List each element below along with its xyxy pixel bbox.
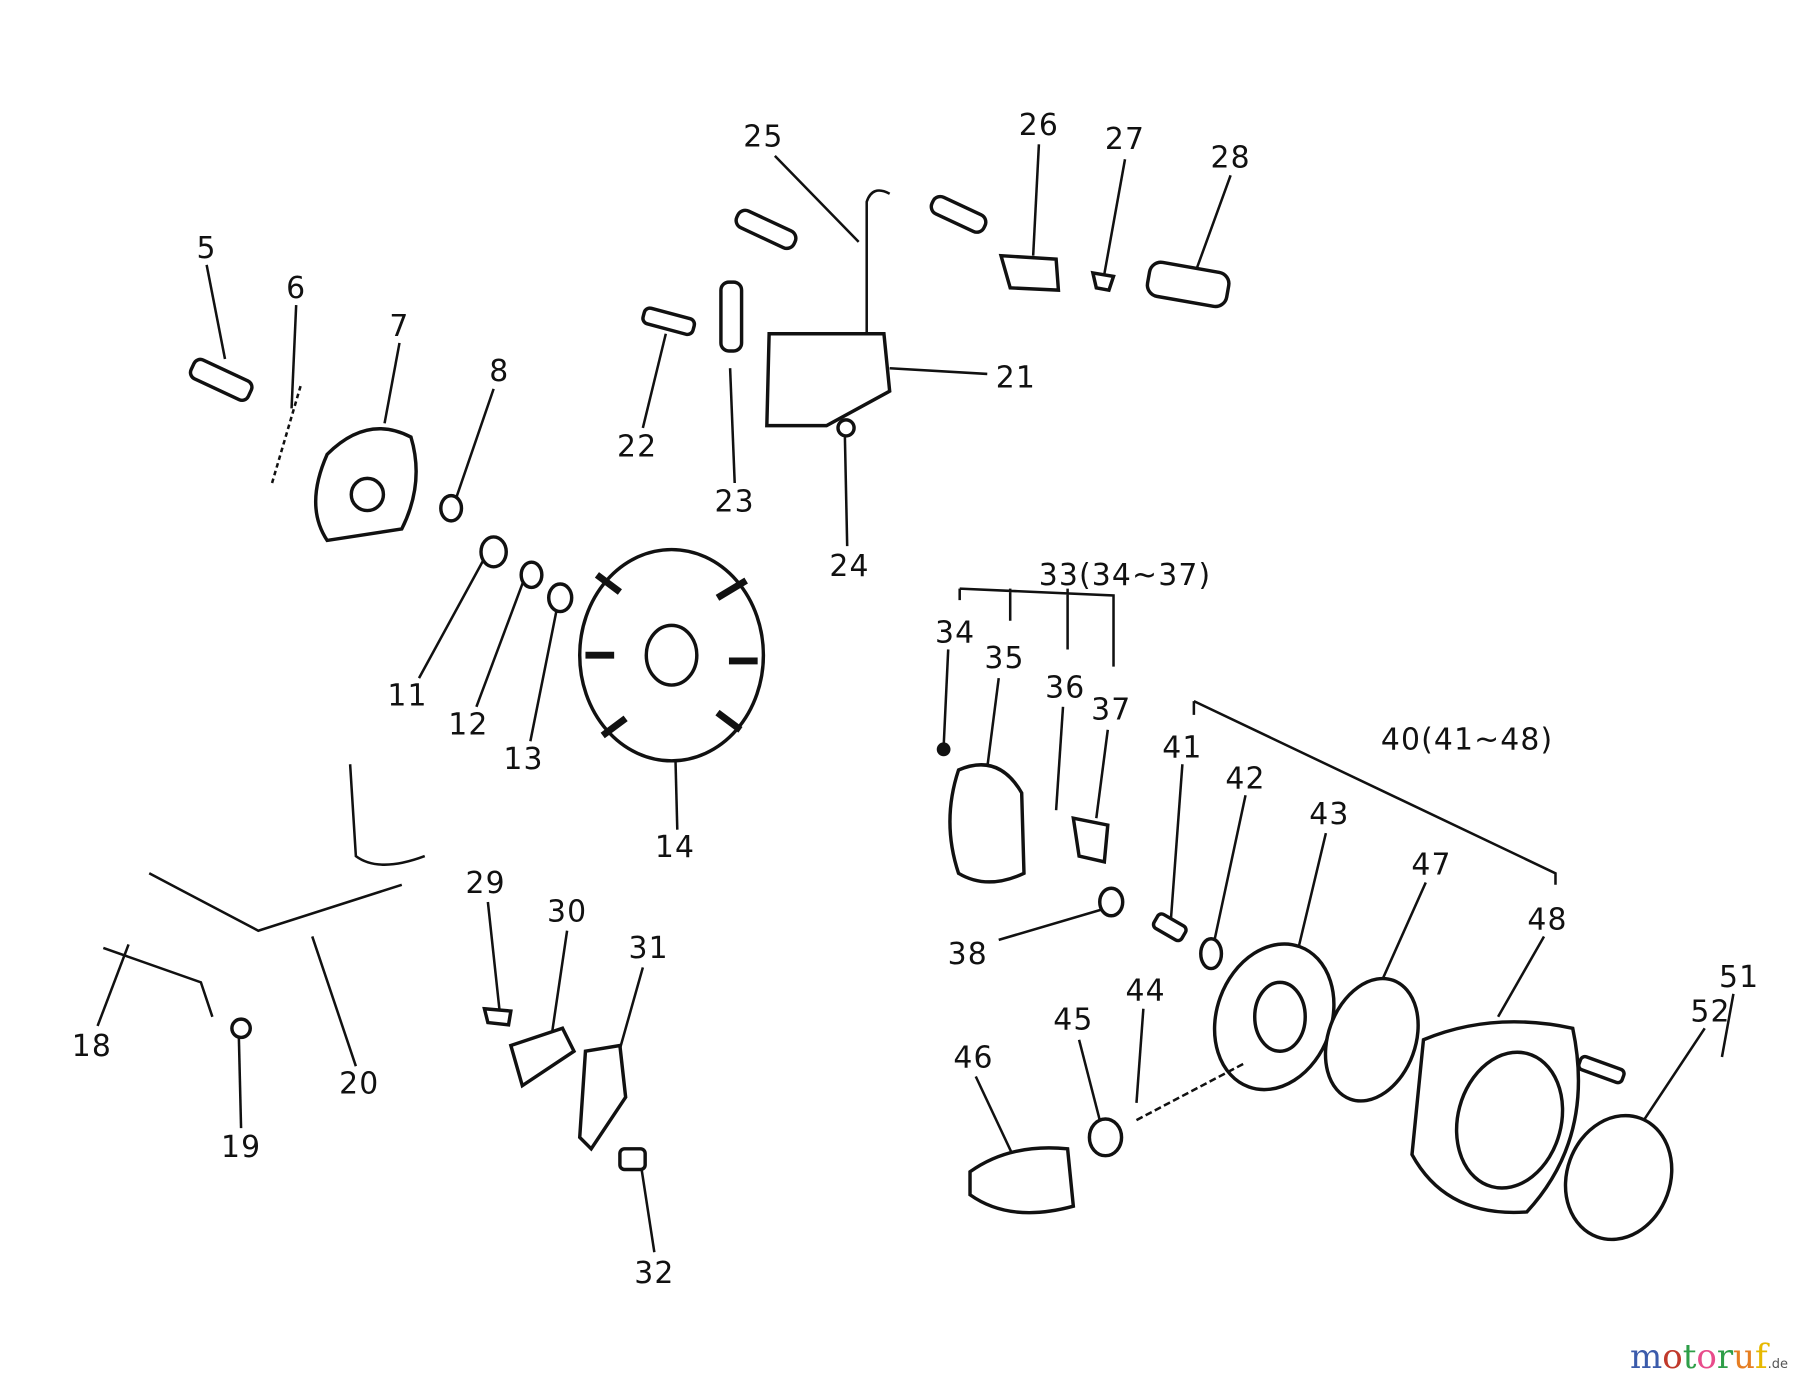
label-12: 12 <box>448 707 488 742</box>
label-34: 34 <box>935 616 975 651</box>
label-33: 33(34~37) <box>1039 558 1211 593</box>
label-19: 19 <box>221 1130 261 1165</box>
label-23: 23 <box>715 485 755 520</box>
label-8: 8 <box>489 354 509 389</box>
label-41: 41 <box>1162 730 1202 765</box>
label-18: 18 <box>72 1029 112 1064</box>
logo-letter: u <box>1733 1337 1756 1377</box>
logo-suffix: .de <box>1767 1357 1788 1372</box>
label-42: 42 <box>1225 761 1265 796</box>
label-28: 28 <box>1210 140 1250 175</box>
logo-letter: t <box>1682 1337 1697 1377</box>
label-6: 6 <box>286 271 306 306</box>
label-14: 14 <box>655 830 695 865</box>
label-38: 38 <box>948 937 988 972</box>
label-27: 27 <box>1105 122 1145 157</box>
label-43: 43 <box>1309 797 1349 832</box>
logo-letter: o <box>1696 1337 1717 1377</box>
label-40: 40(41~48) <box>1381 722 1553 757</box>
part-number-labels: 5 6 7 8 11 12 13 14 18 19 20 21 22 23 24… <box>72 108 1759 1291</box>
label-13: 13 <box>503 742 543 777</box>
logo-text: motoruf <box>1630 1337 1768 1377</box>
label-32: 32 <box>634 1256 674 1291</box>
label-20: 20 <box>339 1067 379 1102</box>
logo-letter: m <box>1629 1337 1663 1377</box>
label-7: 7 <box>389 309 409 344</box>
label-35: 35 <box>984 641 1024 676</box>
label-25: 25 <box>743 120 783 155</box>
motoruf-logo: motoruf.de <box>1630 1337 1788 1377</box>
label-52: 52 <box>1690 994 1730 1029</box>
label-37: 37 <box>1091 692 1131 727</box>
part-shapes <box>102 189 1674 1242</box>
logo-letter: f <box>1755 1337 1768 1377</box>
label-46: 46 <box>953 1040 993 1075</box>
label-51: 51 <box>1719 960 1759 995</box>
label-11: 11 <box>387 679 427 714</box>
logo-letter: r <box>1716 1337 1734 1377</box>
label-5: 5 <box>197 231 217 266</box>
label-44: 44 <box>1126 974 1166 1009</box>
label-48: 48 <box>1527 903 1567 938</box>
label-22: 22 <box>617 430 657 465</box>
label-36: 36 <box>1045 671 1085 706</box>
label-29: 29 <box>465 866 505 901</box>
leader-lines <box>96 144 1735 1253</box>
label-30: 30 <box>547 895 587 930</box>
label-31: 31 <box>628 931 668 966</box>
label-26: 26 <box>1019 108 1059 143</box>
label-45: 45 <box>1053 1002 1093 1037</box>
label-24: 24 <box>829 549 869 584</box>
label-21: 21 <box>996 361 1036 396</box>
label-47: 47 <box>1411 847 1451 882</box>
logo-letter: o <box>1662 1337 1683 1377</box>
